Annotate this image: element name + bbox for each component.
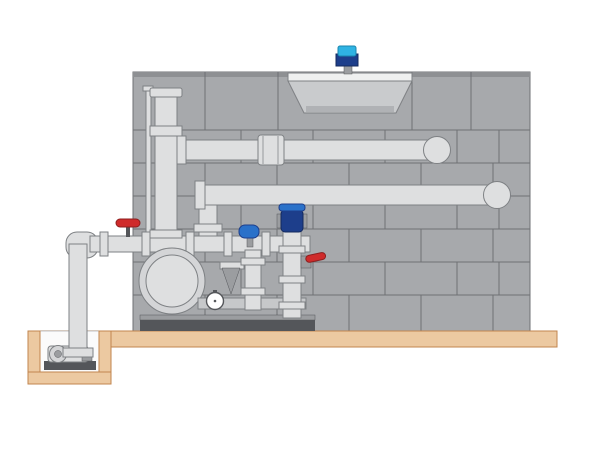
- lever-valve-handle: [305, 252, 327, 263]
- gauge-needle-hub: [213, 299, 217, 303]
- discharge-flange-3: [278, 301, 306, 310]
- discharge-flange-2: [278, 275, 306, 284]
- butterfly-valve-actuator: [238, 224, 260, 248]
- gate-valve-handwheel: [278, 203, 306, 212]
- pump-skid: [138, 203, 327, 331]
- upper-header-coupling: [257, 134, 285, 166]
- manifold-tee-plate: [149, 229, 183, 239]
- strainer-cone: [221, 267, 241, 295]
- sensor-cap: [337, 45, 357, 57]
- lower-header-elbow-ball: [483, 181, 511, 209]
- coupling-ridges: [262, 136, 279, 164]
- suction-manifold: [62, 229, 311, 358]
- handwheel-valve: [115, 218, 141, 237]
- manifold-flange-1: [99, 231, 109, 257]
- gate-valve: [276, 203, 308, 233]
- vertical-riser-pipe: [149, 87, 183, 245]
- upper-header-pipe: [165, 134, 451, 166]
- lower-header-run: [204, 184, 491, 206]
- pump-column-flange-2: [240, 287, 266, 296]
- tank-end-inner: [145, 254, 199, 308]
- basin-wall: [287, 80, 413, 114]
- riser-top-cap: [149, 87, 183, 98]
- sump-drop-pipe: [68, 243, 88, 355]
- handwheel-stem: [126, 227, 130, 237]
- manifold-flange-5: [261, 231, 271, 257]
- basin-floor-shadow: [306, 106, 394, 112]
- discharge-riser: [278, 229, 306, 319]
- skid-base-bar: [140, 320, 315, 331]
- pressure-gauge: [205, 290, 225, 311]
- handwheel-red: [115, 218, 141, 228]
- actuator-body: [238, 224, 260, 239]
- lever-valve: [300, 252, 327, 269]
- instrument-pipe: [145, 89, 152, 239]
- sump-pump-base: [44, 361, 96, 370]
- pit-bottom: [27, 371, 112, 385]
- level-sensor: [335, 45, 359, 75]
- gate-valve-body: [280, 209, 304, 233]
- riser-run: [154, 93, 178, 245]
- header-riser-flange: [193, 223, 223, 233]
- upper-header-end-cap: [423, 136, 451, 164]
- lower-header-pipe: [193, 180, 511, 243]
- sump-pump-hub: [54, 350, 62, 358]
- drop-pipe-flange: [62, 347, 94, 358]
- lower-header-flange: [194, 180, 206, 210]
- riser-coupling: [149, 125, 183, 137]
- manifold-flange-4: [223, 231, 233, 257]
- manifold-flange-2: [141, 231, 151, 257]
- pump-column-flange-1: [240, 257, 266, 266]
- upper-header-run: [165, 139, 431, 161]
- discharge-flange-1: [278, 245, 306, 254]
- manifold-run: [89, 235, 311, 253]
- fan-basin-opening: [287, 72, 413, 114]
